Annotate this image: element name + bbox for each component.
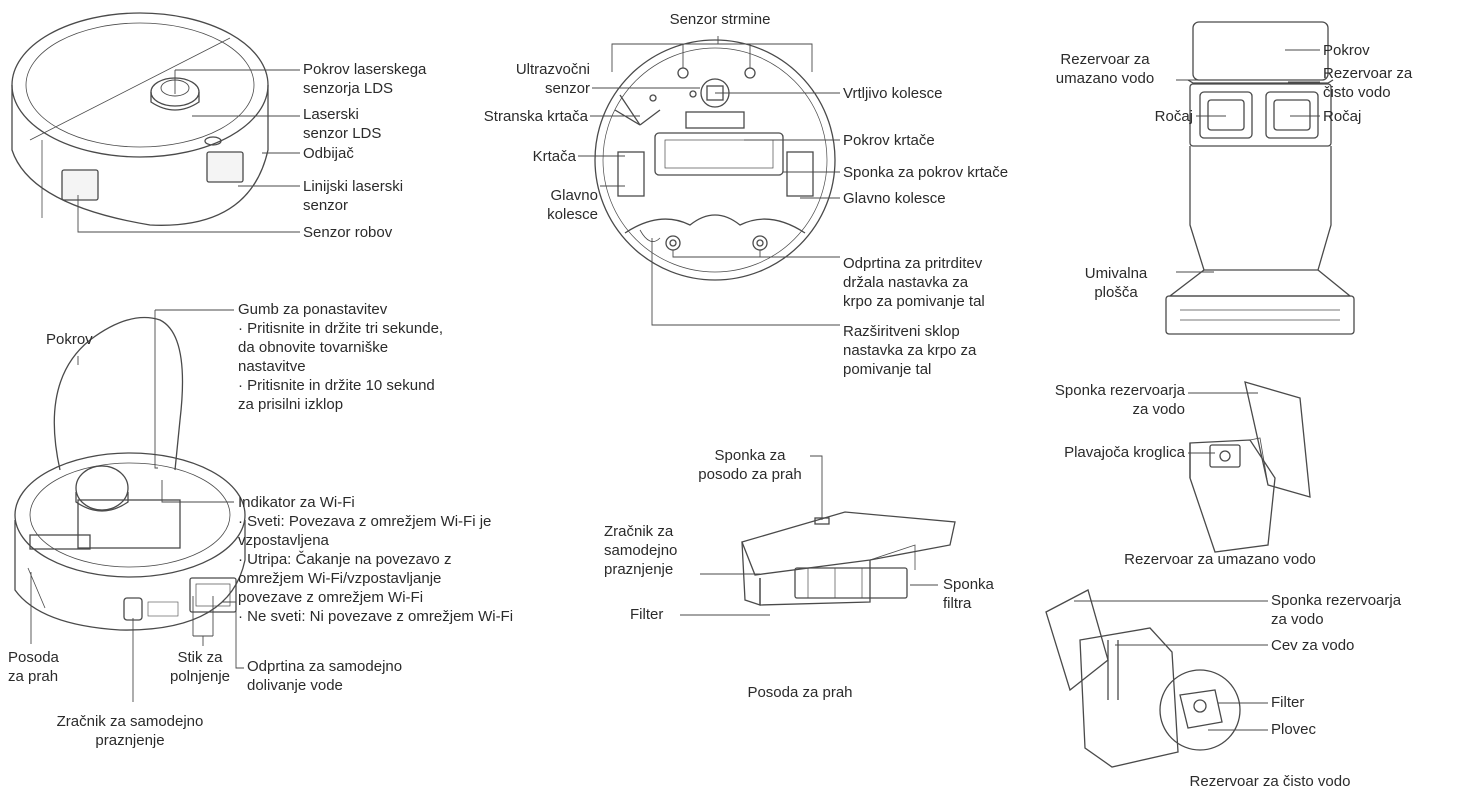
caption-clean-tank: Rezervoar za čisto vodo <box>1189 773 1351 790</box>
label-main-wheel-right: Glavno kolesce <box>843 190 946 207</box>
robot-bottom-leaders <box>578 36 840 326</box>
label-caster-wheel: Vrtljivo kolesce <box>843 85 943 102</box>
dock-drawing <box>1165 21 1355 335</box>
label-dust-box-filter: Filter <box>630 606 664 623</box>
dirty-tank-drawing <box>1189 381 1311 553</box>
dock-leaders <box>1176 49 1320 273</box>
dust-box-drawing <box>741 511 956 606</box>
dust-box-leaders <box>680 455 938 616</box>
label-dock-cover: Pokrov <box>1323 42 1370 59</box>
label-handle-right: Ročaj <box>1323 108 1362 125</box>
robot-bottom-drawing <box>594 39 836 281</box>
dirty-tank-leaders <box>1188 392 1258 454</box>
label-brush-cover-clip: Sponka za pokrov krtače <box>843 164 1009 181</box>
caption-dirty-tank: Rezervoar za umazano vodo <box>1124 551 1316 568</box>
robot-open-drawing <box>14 316 246 631</box>
label-edge-sensor: Senzor robov <box>303 224 393 241</box>
caption-dust-box: Posoda za prah <box>747 684 853 701</box>
clean-tank-leaders <box>1074 600 1268 731</box>
label-brush-cover: Pokrov krtače <box>843 132 935 149</box>
robot-top-leaders <box>77 69 300 233</box>
label-cliff-sensor: Senzor strmine <box>669 11 771 28</box>
label-float-ball: Plavajoča kroglica <box>1064 444 1185 461</box>
label-wifi-indicator: Indikator za Wi-Fi· Sveti: Povezava z om… <box>238 494 514 625</box>
robot-open-leaders <box>30 309 244 702</box>
clean-tank-drawing <box>1045 589 1241 768</box>
label-bumper: Odbijač <box>303 145 354 162</box>
robot-top-drawing <box>11 12 269 226</box>
label-side-brush: Stranska krtača <box>483 108 588 125</box>
label-float: Plovec <box>1271 721 1317 738</box>
label-clean-tank-filter: Filter <box>1271 694 1305 711</box>
label-handle-left: Ročaj <box>1154 108 1193 125</box>
label-robot-cover: Pokrov <box>46 331 93 348</box>
label-reset-button: Gumb za ponastavitev· Pritisnite in drži… <box>238 301 444 413</box>
label-water-pipe: Cev za vodo <box>1271 637 1355 654</box>
label-brush: Krtača <box>532 148 576 165</box>
